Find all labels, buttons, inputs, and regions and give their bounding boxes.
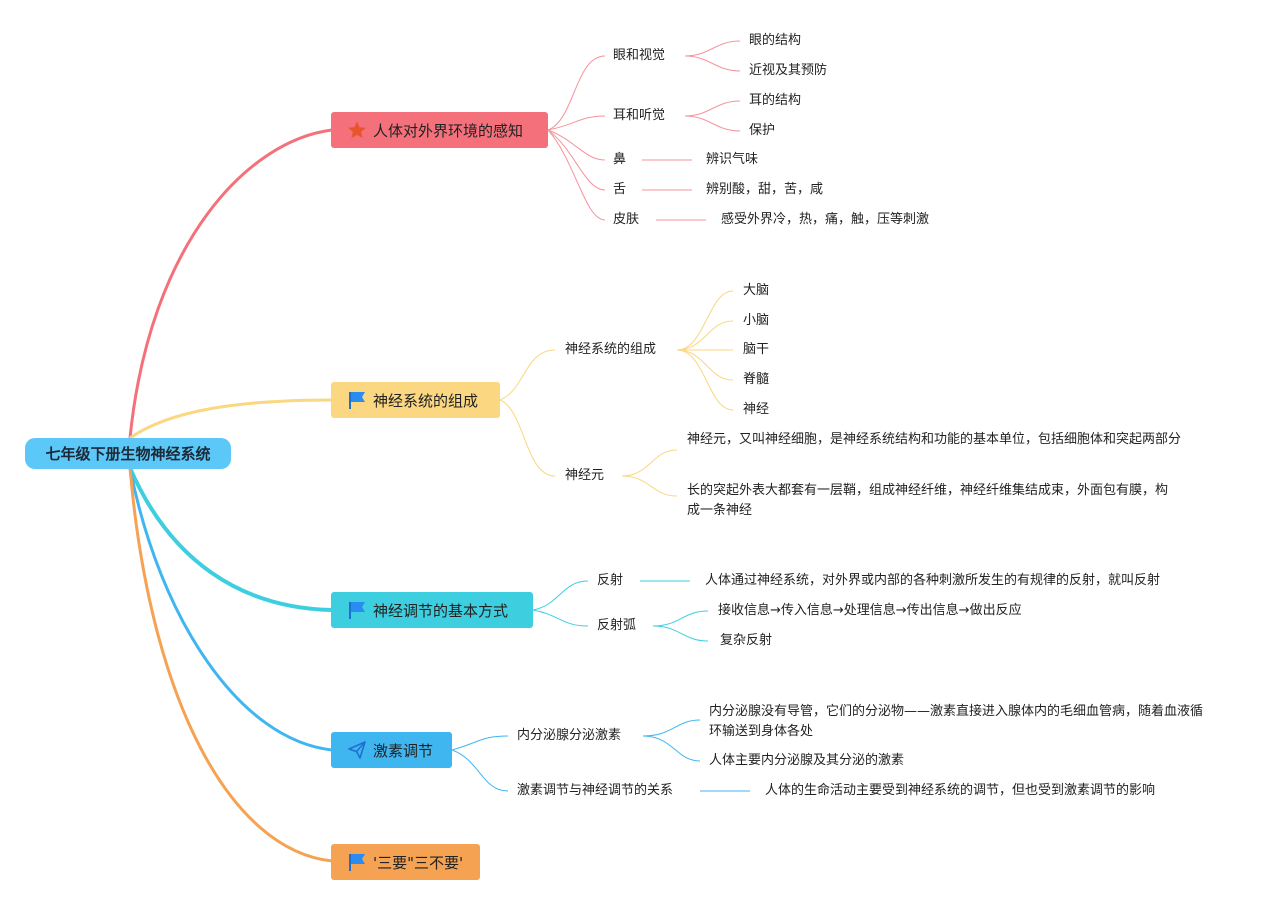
leaf-smell[interactable]: 辨识气味 <box>706 152 759 167</box>
topic-hormone-regulation[interactable]: 激素调节 <box>331 732 452 768</box>
topic-hormone-regulation-label: 激素调节 <box>373 741 434 760</box>
topic-three-dos-donts[interactable]: '三要"三不要' <box>331 844 480 880</box>
connector-root-b2 <box>129 398 333 440</box>
flag-icon <box>347 390 367 410</box>
leaf-taste[interactable]: 辨别酸，甜，苦，咸 <box>706 182 824 197</box>
connectors-b4 <box>451 719 750 792</box>
subtopic-reflex[interactable]: 反射 <box>597 573 624 588</box>
subtopic-nose[interactable]: 鼻 <box>613 152 627 167</box>
connector-root-b1 <box>128 128 333 439</box>
topic-sensing[interactable]: 人体对外界环境的感知 <box>331 112 548 148</box>
connector-root-b4 <box>128 467 333 752</box>
topic-three-dos-donts-label: '三要"三不要' <box>373 853 464 872</box>
subtopic-eye-vision[interactable]: 眼和视觉 <box>613 48 666 63</box>
leaf-ear-protection[interactable]: 保护 <box>749 123 776 138</box>
connectors-b2 <box>499 290 734 497</box>
root-topic-label: 七年级下册生物神经系统 <box>45 445 211 463</box>
leaf-reflex-definition[interactable]: 人体通过神经系统，对外界或内部的各种刺激所发生的有规律的反射，就叫反射 <box>705 573 1161 588</box>
topic-nervous-system-label: 神经系统的组成 <box>373 391 479 410</box>
leaf-neuron-definition[interactable]: 神经元，又叫神经细胞，是神经系统结构和功能的基本单位，包括细胞体和突起两部分 <box>687 432 1182 447</box>
connector-root-b3 <box>128 467 333 612</box>
leaf-endocrine-definition[interactable]: 内分泌腺没有导管，它们的分泌物——激素直接进入腺体内的毛细血管病，随着血液循环输… <box>709 704 1204 739</box>
subtopic-tongue[interactable]: 舌 <box>613 182 627 197</box>
leaf-relation-description[interactable]: 人体的生命活动主要受到神经系统的调节，但也受到激素调节的影响 <box>765 783 1156 798</box>
subtopic-neuron[interactable]: 神经元 <box>565 468 605 483</box>
leaf-cerebellum[interactable]: 小脑 <box>743 313 770 328</box>
leaf-brainstem[interactable]: 脑干 <box>743 342 770 357</box>
leaf-ear-structure[interactable]: 耳的结构 <box>749 93 802 108</box>
leaf-nerve[interactable]: 神经 <box>743 402 770 417</box>
topic-neural-regulation-label: 神经调节的基本方式 <box>373 601 509 620</box>
paper-plane-icon <box>347 740 367 760</box>
star-icon <box>347 120 367 140</box>
leaf-myopia-prevention[interactable]: 近视及其预防 <box>749 63 828 78</box>
leaf-reflex-arc-steps[interactable]: 接收信息→传入信息→处理信息→传出信息→做出反应 <box>718 603 1022 618</box>
topic-neural-regulation[interactable]: 神经调节的基本方式 <box>331 592 533 628</box>
topic-nervous-system[interactable]: 神经系统的组成 <box>331 382 500 418</box>
leaf-eye-structure[interactable]: 眼的结构 <box>749 33 802 48</box>
connectors-b3 <box>532 580 709 642</box>
subtopic-nervous-composition[interactable]: 神经系统的组成 <box>565 342 657 357</box>
leaf-endocrine-glands[interactable]: 人体主要内分泌腺及其分泌的激素 <box>709 753 905 768</box>
connectors-b1 <box>547 40 741 221</box>
topic-sensing-label: 人体对外界环境的感知 <box>373 121 524 140</box>
leaf-spinal-cord[interactable]: 脊髓 <box>743 372 770 387</box>
leaf-complex-reflex[interactable]: 复杂反射 <box>720 633 773 648</box>
leaf-skin-senses[interactable]: 感受外界冷，热，痛，触，压等刺激 <box>721 212 930 227</box>
subtopic-skin[interactable]: 皮肤 <box>613 212 640 227</box>
root-topic[interactable]: 七年级下册生物神经系统 <box>25 438 231 469</box>
leaf-nerve-fiber[interactable]: 长的突起外表大都套有一层鞘，组成神经纤维，神经纤维集结成束，外面包有膜，构成一条… <box>687 483 1169 518</box>
subtopic-hormone-neural-relation[interactable]: 激素调节与神经调节的关系 <box>517 783 674 798</box>
leaf-cerebrum[interactable]: 大脑 <box>743 283 770 298</box>
connector-root-b5 <box>128 467 333 863</box>
subtopic-reflex-arc[interactable]: 反射弧 <box>597 618 637 633</box>
subtopic-endocrine-secretion[interactable]: 内分泌腺分泌激素 <box>517 728 622 743</box>
subtopic-ear-hearing[interactable]: 耳和听觉 <box>613 108 666 123</box>
flag-icon <box>347 600 367 620</box>
flag-icon <box>347 852 367 872</box>
